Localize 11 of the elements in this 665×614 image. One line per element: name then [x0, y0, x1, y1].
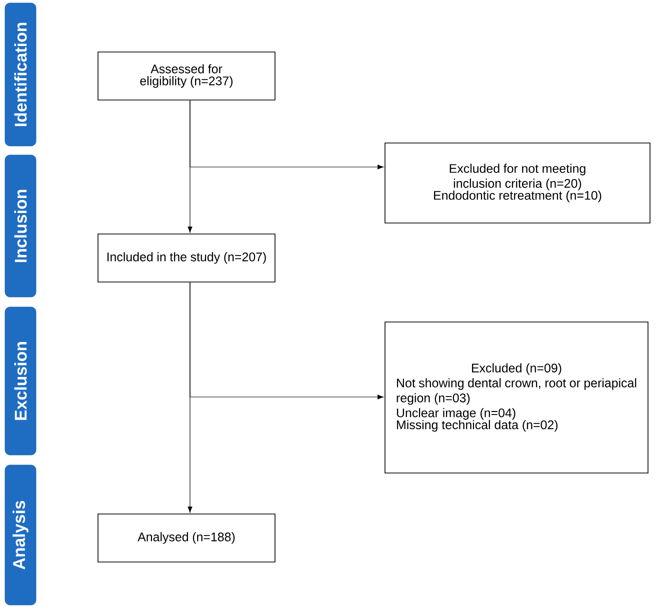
process-box: Excluded for not meeting inclusion criteria (n=20) Endodontic retreatment (n=10) — [384, 142, 650, 224]
stage-band: Analysis — [4, 464, 36, 606]
arrow — [190, 282, 384, 400]
arrow — [190, 100, 384, 170]
process-box: Assessed for eligibility (n=237) — [98, 52, 276, 100]
stage-band: Identification — [4, 2, 36, 146]
stage-band: Exclusion — [4, 306, 36, 456]
stage-band: Inclusion — [4, 154, 36, 298]
process-box: Included in the study (n=207) — [98, 234, 276, 282]
process-box: Excluded (n=09) Not showing dental crown, root or periapical region (n=03) Unclear image (n=04) Missing technical data (n=02) — [384, 322, 648, 474]
process-box: Analysed (n=188) — [98, 514, 276, 562]
